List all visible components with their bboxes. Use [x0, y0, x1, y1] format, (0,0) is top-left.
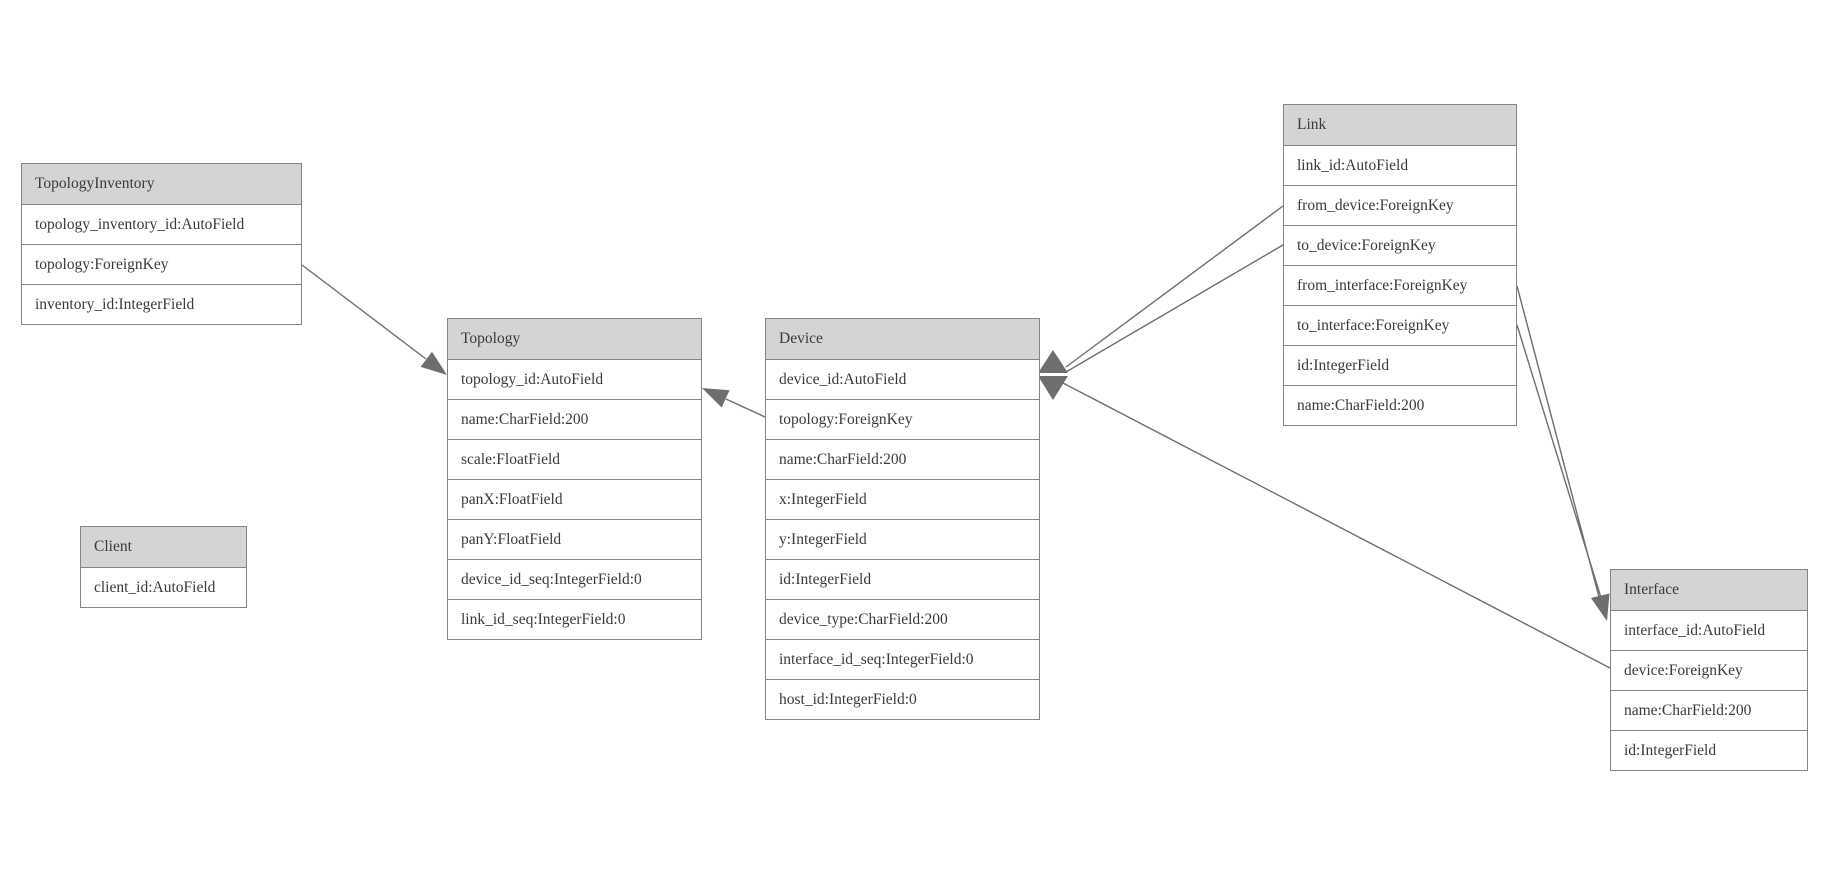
field-row: name:CharField:200 [1611, 690, 1807, 730]
rel-link-tointerface-interface-line [1516, 324, 1603, 602]
rel-interface-device-line [1062, 382, 1611, 669]
rel-device-topology-line [725, 398, 766, 418]
rel-into-device-arrowhead-lower [1038, 376, 1068, 400]
field-row: y:IntegerField [766, 519, 1039, 559]
field-row: to_interface:ForeignKey [1284, 305, 1516, 345]
field-row: topology:ForeignKey [22, 244, 301, 284]
entity-title: Topology [448, 319, 701, 359]
field-row: topology:ForeignKey [766, 399, 1039, 439]
field-row: inventory_id:IntegerField [22, 284, 301, 324]
field-row: id:IntegerField [1284, 345, 1516, 385]
field-row: host_id:IntegerField:0 [766, 679, 1039, 719]
field-row: to_device:ForeignKey [1284, 225, 1516, 265]
field-row: x:IntegerField [766, 479, 1039, 519]
field-row: topology_inventory_id:AutoField [22, 204, 301, 244]
field-row: panX:FloatField [448, 479, 701, 519]
field-row: from_interface:ForeignKey [1284, 265, 1516, 305]
field-row: id:IntegerField [1611, 730, 1807, 770]
entity-title: Interface [1611, 570, 1807, 610]
rel-into-device-arrowhead-upper [1038, 350, 1068, 373]
field-row: name:CharField:200 [448, 399, 701, 439]
field-row: topology_id:AutoField [448, 359, 701, 399]
field-row: scale:FloatField [448, 439, 701, 479]
field-row: device:ForeignKey [1611, 650, 1807, 690]
field-row: device_type:CharField:200 [766, 599, 1039, 639]
field-row: panY:FloatField [448, 519, 701, 559]
field-row: client_id:AutoField [81, 567, 246, 607]
field-row: interface_id_seq:IntegerField:0 [766, 639, 1039, 679]
rel-into-interface-arrowhead [1591, 593, 1610, 621]
entity-title: TopologyInventory [22, 164, 301, 204]
entity-title: Device [766, 319, 1039, 359]
field-row: link_id_seq:IntegerField:0 [448, 599, 701, 639]
rel-link-fromdevice-device-line [1065, 205, 1284, 368]
field-row: name:CharField:200 [1284, 385, 1516, 425]
field-row: interface_id:AutoField [1611, 610, 1807, 650]
entity-title: Client [81, 527, 246, 567]
rel-topologyinventory-topology-line [301, 264, 427, 360]
field-row: name:CharField:200 [766, 439, 1039, 479]
rel-topologyinventory-topology-arrowhead [420, 351, 447, 375]
field-row: id:IntegerField [766, 559, 1039, 599]
field-row: device_id_seq:IntegerField:0 [448, 559, 701, 599]
rel-link-todevice-device-line [1065, 244, 1284, 373]
entity-title: Link [1284, 105, 1516, 145]
field-row: link_id:AutoField [1284, 145, 1516, 185]
rel-device-topology-arrowhead [702, 388, 730, 408]
field-row: device_id:AutoField [766, 359, 1039, 399]
field-row: from_device:ForeignKey [1284, 185, 1516, 225]
